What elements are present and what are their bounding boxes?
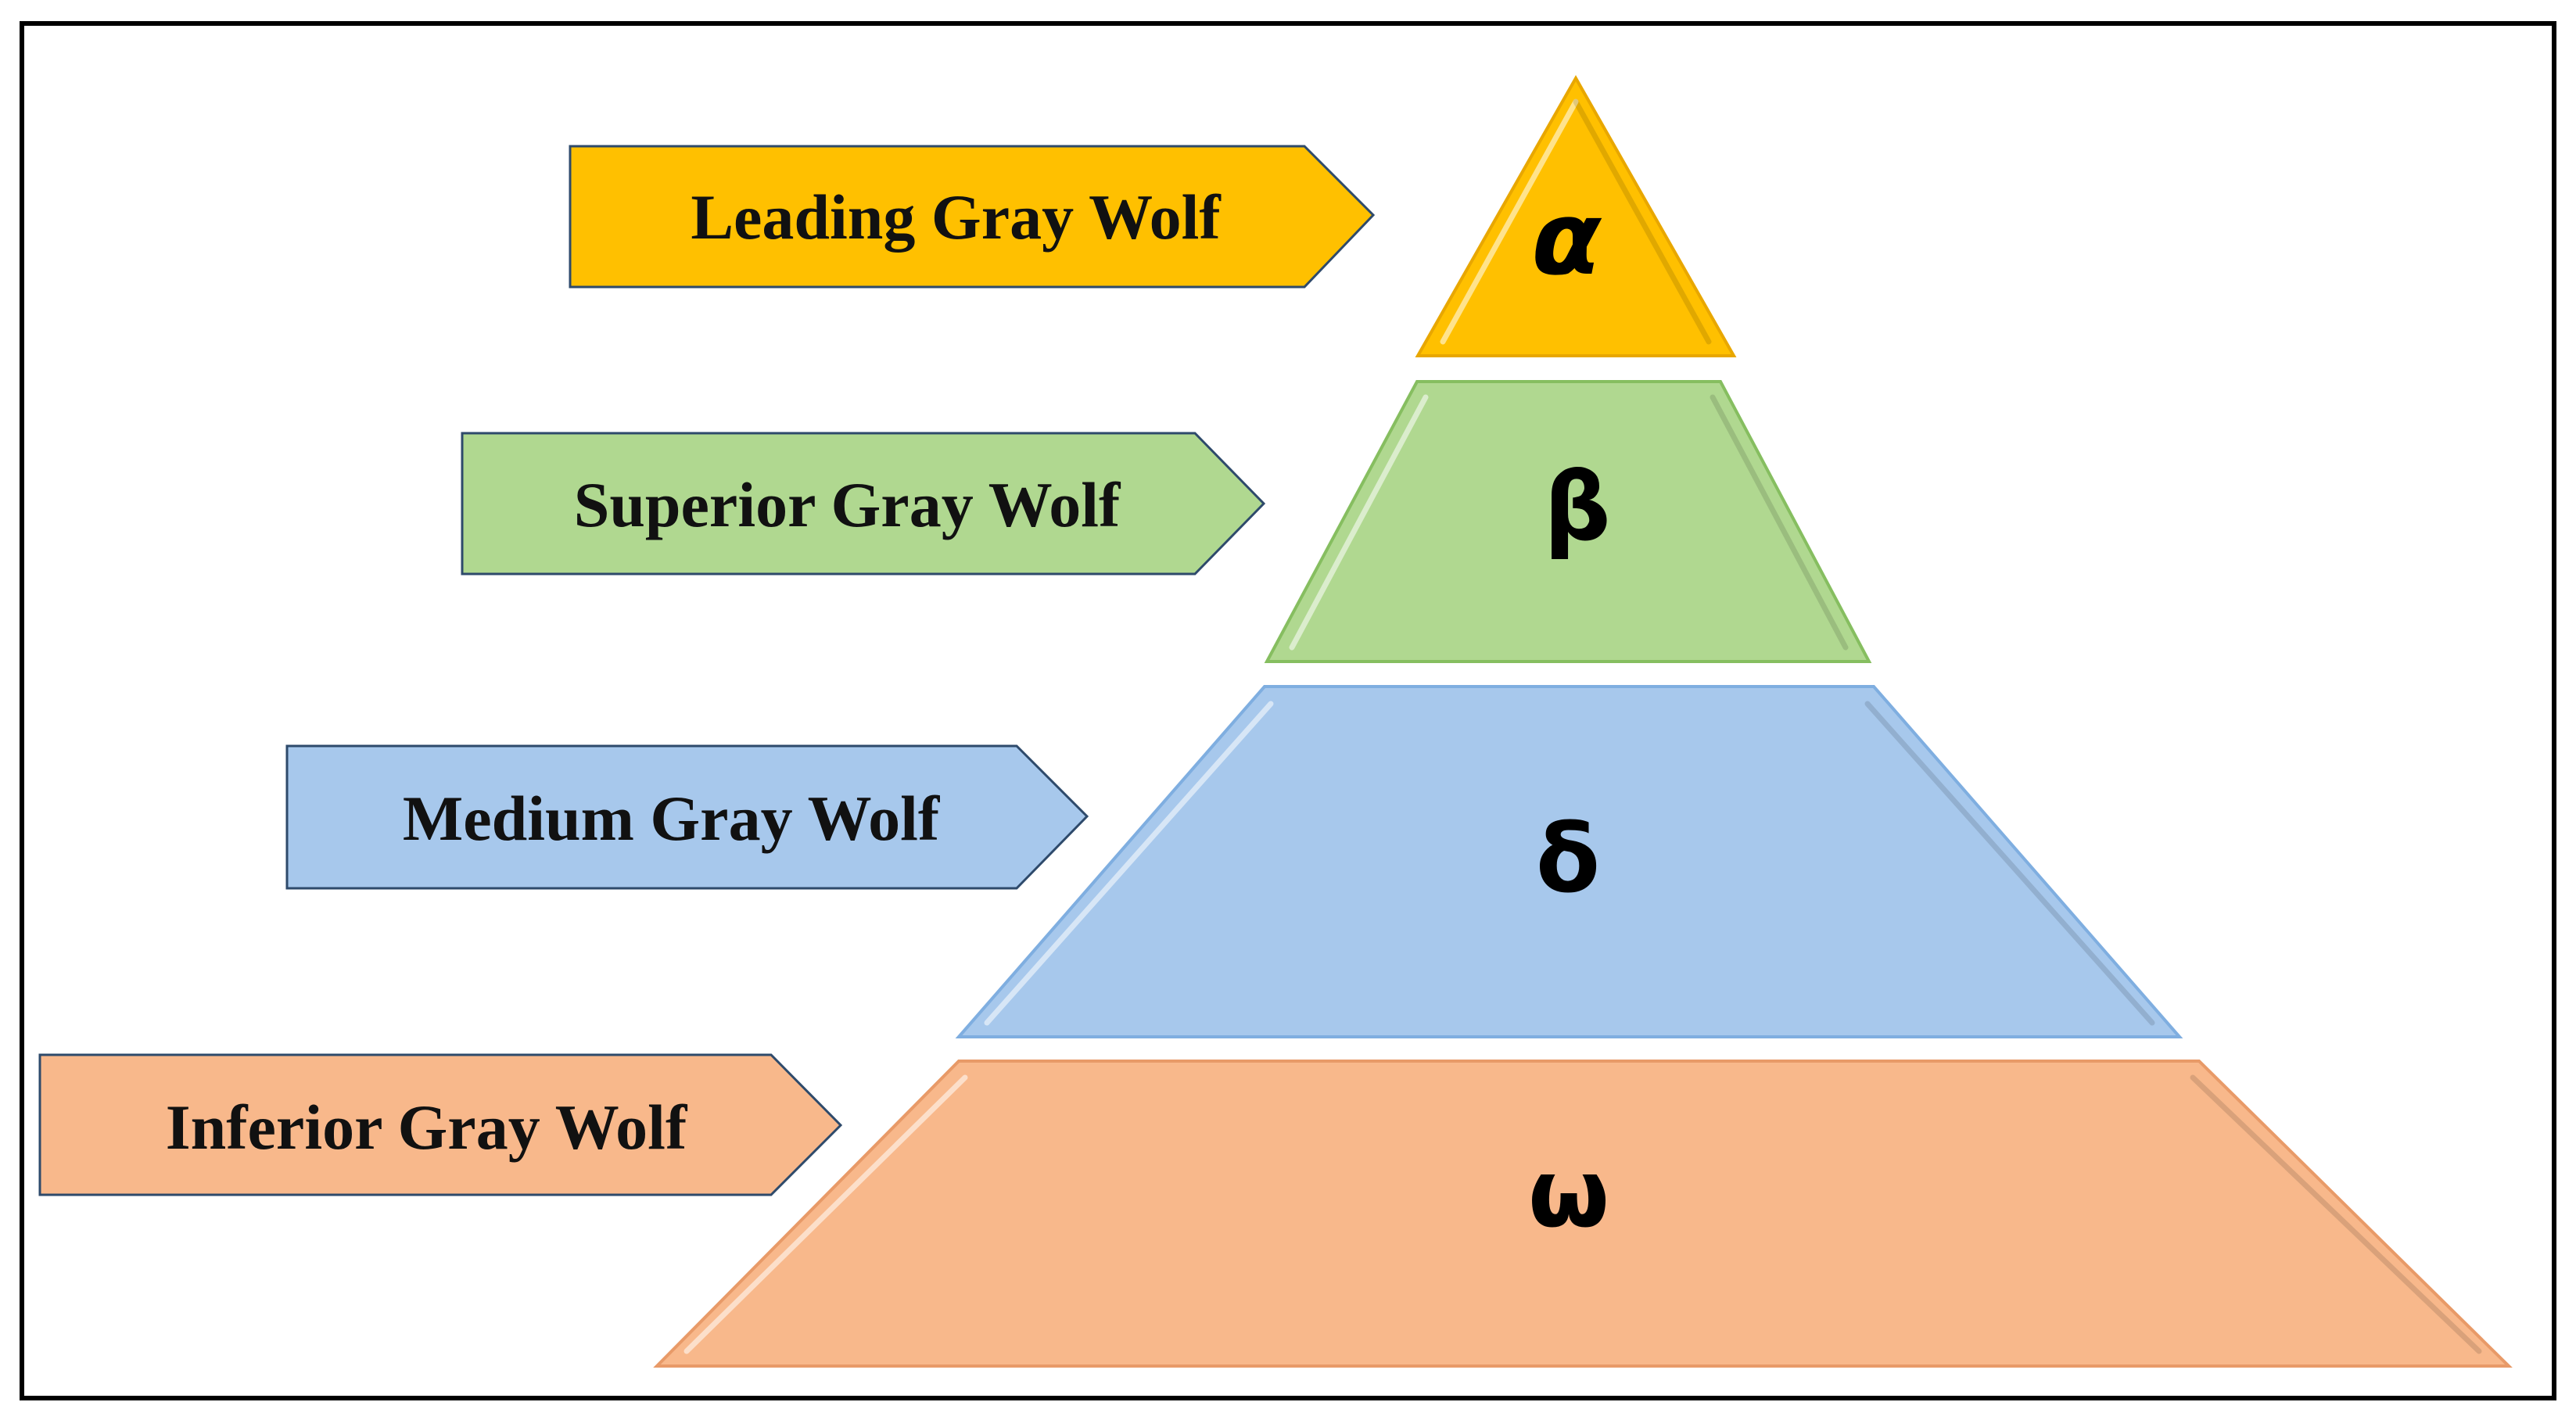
label-arrow-delta (285, 744, 1089, 890)
tier-shade (1710, 394, 1849, 651)
tier-highlight (1289, 394, 1429, 651)
pyramid-tier-beta (1264, 380, 1872, 663)
label-arrow-omega (38, 1053, 843, 1196)
label-arrow-beta (461, 432, 1266, 576)
level-beta: β Superior Gray Wolf (461, 380, 1872, 663)
level-omega: ω Inferior Gray Wolf (38, 1053, 2513, 1368)
label-leading-gray-wolf: Leading Gray Wolf (691, 181, 1222, 253)
tier-shade (2190, 1074, 2482, 1354)
tier-highlight (683, 1074, 968, 1354)
label-superior-gray-wolf: Superior Gray Wolf (574, 469, 1121, 540)
level-alpha: α Leading Gray Wolf (569, 74, 1737, 357)
symbol-delta: δ (1536, 805, 1600, 914)
label-medium-gray-wolf: Medium Gray Wolf (403, 783, 941, 854)
tier-highlight (1440, 99, 1579, 345)
pyramid-tier-delta (955, 685, 2183, 1038)
symbol-omega: ω (1528, 1140, 1609, 1249)
pyramid-tier-alpha (1415, 74, 1737, 357)
label-inferior-gray-wolf: Inferior Gray Wolf (166, 1092, 688, 1163)
symbol-beta: β (1544, 454, 1611, 562)
tier-shade (1864, 701, 2155, 1026)
tier-shade (1573, 99, 1712, 345)
tier-highlight (984, 701, 1274, 1026)
pyramid-tier-omega (653, 1060, 2513, 1368)
label-arrow-alpha (569, 145, 1376, 289)
symbol-alpha: α (1531, 179, 1602, 298)
level-delta: δ Medium Gray Wolf (285, 685, 2183, 1038)
